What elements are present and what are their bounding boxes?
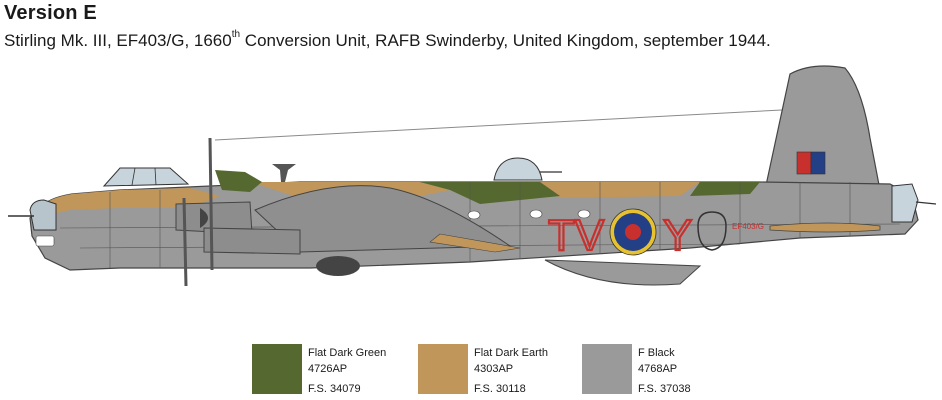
tail-turret [891,183,919,223]
tail-guns [915,201,937,205]
flap-strip [429,233,521,253]
aircraft-letter: Y [663,211,692,260]
paint-code: 4768AP [638,363,678,375]
aerial-mast [272,164,296,182]
main-wheel [316,256,360,276]
bomb-bay-bulge [544,259,702,286]
paint-code: 4303AP [474,363,514,375]
oval-hatch [697,211,727,251]
aircraft-description: Stirling Mk. III, EF403/G, 1660th Conver… [4,29,771,51]
fin-flash [796,151,826,175]
camo-green [215,170,760,204]
swatch-color-green [252,344,302,394]
squadron-code-left: TV [548,211,605,260]
aerial-wire [214,109,783,141]
roundel [609,208,657,256]
swatch-label-green: Flat Dark Green 4726AP F.S. 34079 [308,345,386,397]
fuselage-windows [35,209,591,247]
paint-fs-number: F.S. 34079 [308,383,361,395]
swatch-color-black [582,344,632,394]
nose-turret [29,199,57,231]
propeller-hub [200,208,208,228]
cockpit-frame [131,167,136,186]
page-title: Version E [4,2,97,24]
swatch-label-black: F Black 4768AP F.S. 37038 [638,345,691,397]
engine-nacelle-2 [203,227,301,255]
swatch-color-earth [418,344,468,394]
propeller-blade-2 [182,197,188,287]
tailplane [769,222,881,233]
cockpit-frame-2 [154,167,157,186]
subtitle-superscript: th [231,29,241,41]
swatch-label-earth: Flat Dark Earth 4303AP F.S. 30118 [474,345,548,397]
tail-fin [764,65,881,191]
aircraft-profile: TV Y EF403/G [8,65,937,287]
dorsal-turret [493,157,543,181]
paint-name: F Black [638,347,675,359]
paint-code: 4726AP [308,363,348,375]
propeller-blade-1 [208,137,214,271]
paint-fs-number: F.S. 37038 [638,383,691,395]
subtitle-part-a: Stirling Mk. III, EF403/G, 1660 [4,31,232,50]
serial-number: EF403/G [732,222,764,231]
paint-name: Flat Dark Earth [474,347,548,359]
paint-name: Flat Dark Green [308,347,387,359]
cockpit-canopy [102,167,190,187]
paint-fs-number: F.S. 30118 [474,383,526,395]
subtitle-part-b: Conversion Unit, RAFB Swinderby, United … [240,31,771,50]
